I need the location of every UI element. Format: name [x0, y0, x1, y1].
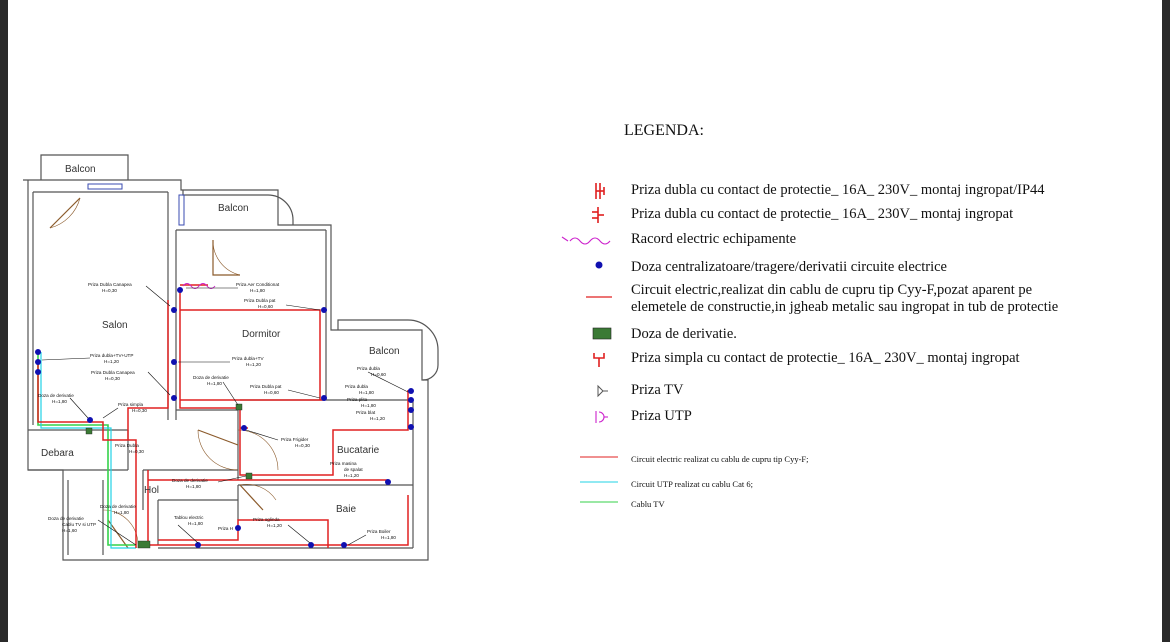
priza-dubla-icon	[548, 204, 628, 226]
legend-item-label-line2: elemetele de constructie,in jgheab metal…	[631, 299, 1059, 315]
utp-cable	[40, 352, 136, 549]
legend-item-label: Racord electric echipamente	[631, 231, 797, 247]
racord-wave-icon	[548, 229, 628, 251]
legend-item: Doza centralizatoare/tragere/derivatii c…	[548, 257, 1162, 279]
legend-item-label: Doza centralizatoare/tragere/derivatii c…	[631, 259, 947, 275]
legend-title: LEGENDA:	[624, 122, 704, 139]
floor-plan: Balcon Balcon Balcon Salon Dormitor Deba…	[23, 154, 439, 561]
legend-item-label: Doza de derivatie.	[631, 326, 737, 342]
legend-item-label: Priza TV	[631, 382, 684, 398]
legend-item: Circuit UTP realizat cu cablu Cat 6;	[548, 472, 1162, 494]
room-salon: Salon	[102, 320, 128, 331]
legend-item: Circuit electric realizat cu cablu de cu…	[548, 447, 1162, 469]
priza-utp-icon	[548, 406, 628, 428]
room-baie: Baie	[336, 504, 356, 515]
priza-simpla-icon	[548, 348, 628, 370]
legend-item-label: Cablu TV	[631, 499, 665, 509]
windows	[87, 183, 185, 226]
priza-dubla-ip44-icon	[548, 180, 628, 202]
priza-tv-icon	[548, 380, 628, 402]
circuit-line-icon	[548, 280, 628, 302]
red-line-icon	[548, 447, 628, 469]
room-balcon-3: Balcon	[369, 346, 400, 357]
walls	[23, 154, 439, 561]
derivation-boxes	[85, 403, 253, 549]
room-hol: Hol	[144, 485, 159, 496]
legend-item: Priza simpla cu contact de protectie_ 16…	[548, 348, 1162, 370]
green-line-icon	[548, 492, 628, 514]
legend-item-label: Priza dubla cu contact de protectie_ 16A…	[631, 182, 1045, 198]
legend-item: Priza UTP	[548, 406, 1162, 428]
room-bucatarie: Bucatarie	[337, 445, 380, 456]
legend-item: Doza de derivatie.	[548, 324, 1162, 346]
legend-item-label: Priza dubla cu contact de protectie_ 16A…	[631, 206, 1014, 222]
legend-item-label: Circuit electric realizat cu cablu de cu…	[631, 454, 809, 464]
room-balcon-2: Balcon	[218, 203, 249, 214]
leader-lines	[41, 285, 409, 546]
room-debara: Debara	[41, 448, 74, 459]
cyan-line-icon	[548, 472, 628, 494]
legend-item: Priza TV	[548, 380, 1162, 402]
legend-item: Cablu TV	[548, 492, 1162, 514]
doors	[49, 197, 279, 549]
doza-dot-icon	[548, 257, 628, 279]
annotation-priza-h: Priza H	[218, 526, 233, 531]
junction-dots	[35, 287, 414, 548]
legend-item: Priza dubla cu contact de protectie_ 16A…	[548, 204, 1162, 226]
legend-item: Circuit electric,realizat din cablu de c…	[548, 280, 1162, 315]
legend-item-label: Priza simpla cu contact de protectie_ 16…	[631, 350, 1020, 366]
room-dormitor: Dormitor	[242, 329, 281, 340]
legend-item: Priza dubla cu contact de protectie_ 16A…	[548, 180, 1162, 202]
legend-item-label: Circuit electric,realizat din cablu de c…	[631, 282, 1059, 315]
doza-derivatie-icon	[548, 324, 628, 346]
legend-item: Racord electric echipamente	[548, 229, 1162, 251]
drawing-sheet: Balcon Balcon Balcon Salon Dormitor Deba…	[8, 0, 1162, 642]
legend-item-label: Priza UTP	[631, 408, 692, 424]
legend-item-label: Circuit UTP realizat cu cablu Cat 6;	[631, 479, 753, 489]
room-balcon-1: Balcon	[65, 164, 96, 175]
